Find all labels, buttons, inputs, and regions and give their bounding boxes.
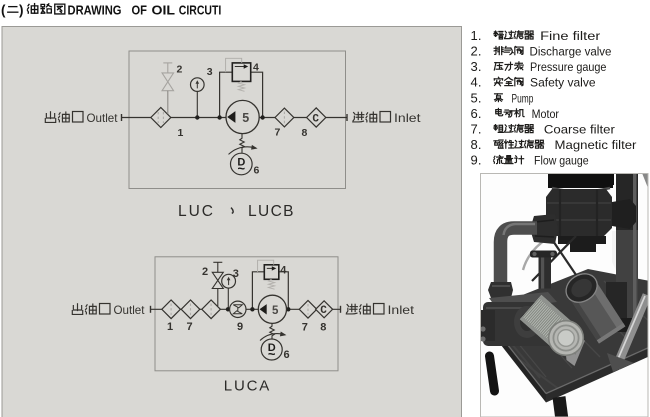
svg-text:D: D bbox=[268, 342, 276, 354]
svg-text:Motor: Motor bbox=[532, 107, 559, 121]
svg-text:Outlet: Outlet bbox=[114, 303, 146, 317]
svg-text:CIRCUTI: CIRCUTI bbox=[179, 4, 222, 18]
svg-text:Fine filter: Fine filter bbox=[540, 29, 600, 43]
svg-text:5: 5 bbox=[272, 305, 279, 317]
svg-text:8: 8 bbox=[320, 322, 326, 334]
svg-text:Inlet: Inlet bbox=[388, 303, 415, 317]
svg-text:Safety valve: Safety valve bbox=[530, 76, 596, 90]
svg-text:9.: 9. bbox=[471, 153, 482, 168]
svg-text:~: ~ bbox=[268, 347, 276, 362]
svg-text:5.: 5. bbox=[471, 90, 482, 105]
svg-text:7.: 7. bbox=[471, 122, 482, 137]
svg-text:Coarse filter: Coarse filter bbox=[544, 123, 615, 137]
svg-text:3: 3 bbox=[207, 66, 213, 78]
svg-text:6.: 6. bbox=[471, 106, 482, 121]
svg-text:9: 9 bbox=[237, 321, 243, 333]
svg-text:OIL: OIL bbox=[152, 4, 176, 18]
svg-text:Discharge valve: Discharge valve bbox=[530, 45, 612, 59]
svg-text:2: 2 bbox=[202, 266, 208, 278]
svg-text:1.: 1. bbox=[471, 28, 482, 43]
svg-text:8: 8 bbox=[302, 127, 308, 139]
svg-text:LUCA: LUCA bbox=[224, 378, 269, 395]
svg-text:7: 7 bbox=[187, 321, 193, 333]
svg-text:3: 3 bbox=[233, 268, 239, 280]
svg-text:1: 1 bbox=[167, 321, 173, 333]
svg-text:~: ~ bbox=[238, 161, 246, 176]
svg-text:4.: 4. bbox=[471, 75, 482, 90]
svg-text:LUC: LUC bbox=[178, 203, 213, 220]
svg-text:1: 1 bbox=[178, 127, 184, 139]
svg-text:6: 6 bbox=[284, 349, 290, 361]
svg-text:6: 6 bbox=[254, 165, 260, 177]
svg-text:4: 4 bbox=[253, 62, 259, 74]
svg-text:2: 2 bbox=[177, 64, 183, 76]
svg-text:Magnetic filter: Magnetic filter bbox=[555, 138, 637, 152]
svg-text:LUCB: LUCB bbox=[248, 203, 294, 220]
svg-text:2.: 2. bbox=[471, 44, 482, 59]
svg-text:D: D bbox=[237, 157, 245, 169]
svg-text:5: 5 bbox=[242, 111, 249, 125]
svg-text:Pressure gauge: Pressure gauge bbox=[530, 60, 607, 74]
svg-text:3.: 3. bbox=[471, 59, 482, 74]
svg-text:Inlet: Inlet bbox=[394, 111, 421, 125]
svg-text:OF: OF bbox=[132, 4, 148, 18]
svg-text:7: 7 bbox=[275, 127, 281, 139]
svg-text:7: 7 bbox=[302, 322, 308, 334]
svg-text:Outlet: Outlet bbox=[87, 111, 119, 125]
svg-text:8.: 8. bbox=[471, 137, 482, 152]
svg-text:4: 4 bbox=[280, 265, 287, 277]
svg-text:C: C bbox=[312, 113, 319, 125]
svg-text:(: ( bbox=[1, 3, 6, 18]
svg-text:Pump: Pump bbox=[512, 91, 534, 105]
svg-text:): ) bbox=[19, 3, 24, 18]
svg-text:Flow gauge: Flow gauge bbox=[534, 154, 589, 168]
svg-text:C: C bbox=[320, 305, 327, 317]
svg-text:DRAWING: DRAWING bbox=[68, 4, 122, 18]
